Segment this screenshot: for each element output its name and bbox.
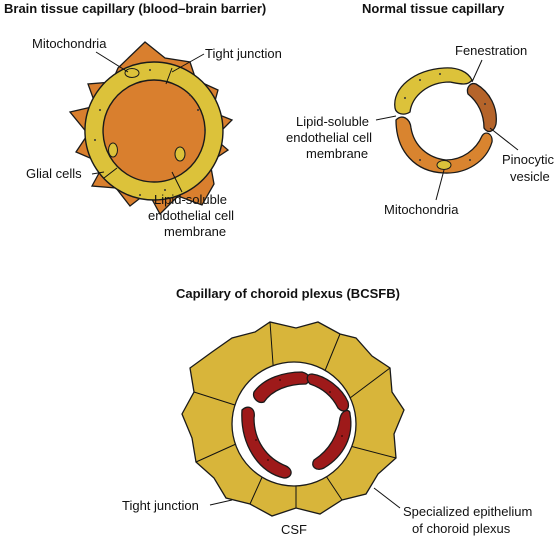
label-brain-glial-cells: Glial cells (26, 166, 82, 181)
label-brain-tight-junction: Tight junction (205, 46, 282, 61)
brain-speckles (94, 69, 206, 196)
title-normal-capillary: Normal tissue capillary (362, 1, 505, 16)
label-choroid-tight-junction: Tight junction (122, 498, 199, 513)
leader-brain-membrane (171, 171, 183, 193)
choroid-endothelium (241, 406, 292, 479)
brain-mitochondrion (124, 68, 140, 78)
brain-tight-junction-mark (165, 67, 173, 85)
leader-normal-membrane (375, 115, 397, 121)
brain-tight-junction-mark (103, 167, 118, 179)
normal-mitochondrion (436, 160, 452, 170)
label-brain-membrane-1: Lipid-soluble (154, 192, 227, 207)
title-brain-capillary: Brain tissue capillary (blood–brain barr… (4, 1, 266, 16)
leader-brain-glial-cells (91, 171, 105, 175)
choroid-endothelium (252, 371, 311, 404)
label-choroid-epithelium-1: Specialized epithelium (403, 504, 532, 519)
leader-normal-fenestration (471, 59, 483, 83)
label-choroid-epithelium-2: of choroid plexus (412, 521, 511, 536)
brain-capillary (68, 41, 234, 216)
label-normal-membrane-2: endothelial cell (286, 130, 372, 145)
label-normal-membrane-3: membrane (306, 146, 368, 161)
label-normal-mitochondria: Mitochondria (384, 202, 459, 217)
normal-endothelium-yellow (394, 67, 473, 115)
brain-mitochondrion (108, 142, 118, 158)
label-normal-pinocytic-2: vesicle (510, 169, 550, 184)
label-brain-mitochondria: Mitochondria (32, 36, 107, 51)
choroid-endothelium (312, 409, 352, 470)
brain-endothelium-ring (84, 61, 224, 201)
choroid-speckles (255, 379, 343, 461)
label-brain-membrane-2: endothelial cell (148, 208, 234, 223)
leader-normal-pinocytic (489, 127, 519, 151)
leader-choroid-epithelium (373, 487, 401, 509)
label-choroid-csf: CSF (281, 522, 307, 537)
leader-brain-mitochondria (95, 51, 129, 73)
normal-capillary (394, 67, 497, 174)
leader-choroid-tight-junction (209, 499, 233, 506)
brain-mitochondrion (174, 146, 186, 162)
label-normal-pinocytic-1: Pinocytic (502, 152, 555, 167)
title-choroid-plexus: Capillary of choroid plexus (BCSFB) (176, 286, 400, 301)
leader-normal-mitochondria (435, 169, 445, 201)
normal-endothelium-dark (466, 82, 497, 133)
choroid-endothelium (306, 373, 350, 412)
label-normal-fenestration: Fenestration (455, 43, 527, 58)
label-normal-membrane-1: Lipid-soluble (296, 114, 369, 129)
leader-brain-tight-junction (171, 53, 205, 73)
normal-speckles (404, 73, 486, 161)
choroid-capillary (181, 321, 405, 517)
label-brain-membrane-3: membrane (164, 224, 226, 239)
